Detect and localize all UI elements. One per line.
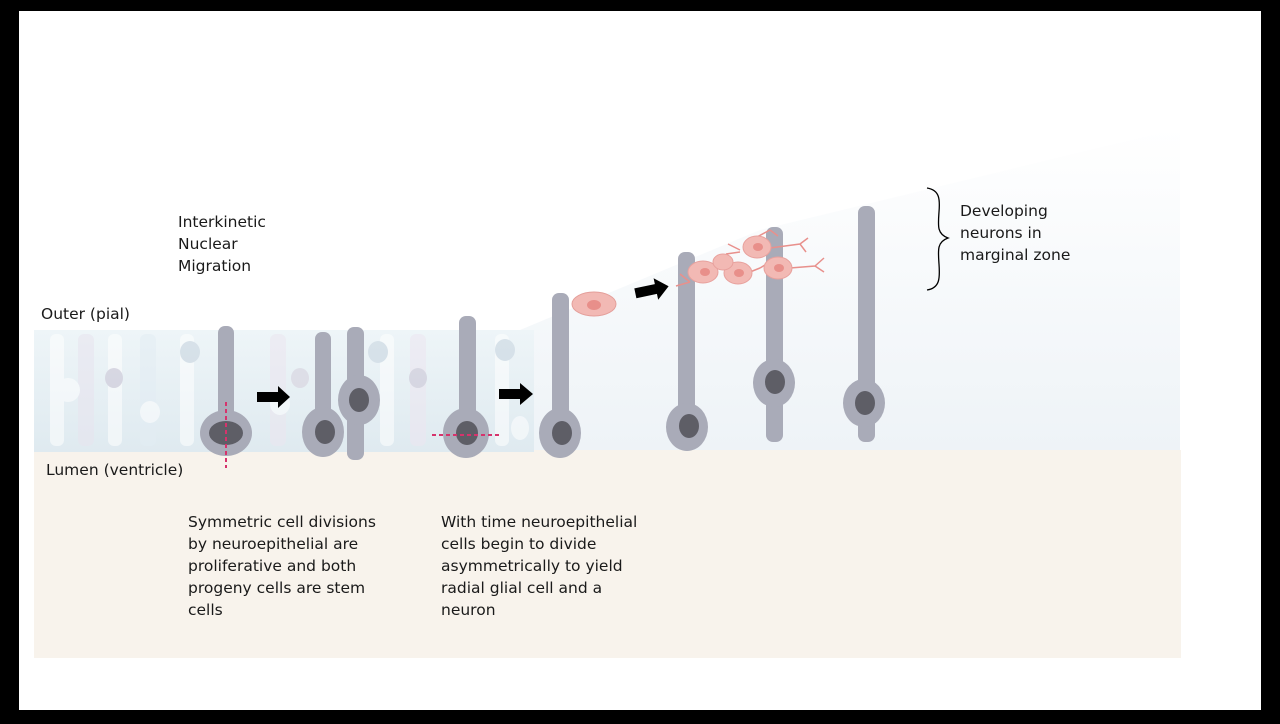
faded-epithelial-cells <box>50 334 529 446</box>
radial-glial-cell-2 <box>666 252 708 451</box>
developing-neurons-label: Developing neurons in marginal zone <box>960 202 1071 264</box>
migrating-neuron <box>571 291 617 317</box>
outer-pial-label: Outer (pial) <box>41 305 130 323</box>
lumen-ventricle-label: Lumen (ventricle) <box>46 461 184 479</box>
cell-symmetric-dividing <box>200 326 252 468</box>
developing-neurons <box>687 235 793 285</box>
developing-neurons-cluster <box>675 229 825 287</box>
radial-glial-cell-1 <box>539 293 581 458</box>
radial-glial-cell-4 <box>843 206 885 442</box>
radial-glial-cell-3 <box>753 227 795 442</box>
lumen-band <box>34 450 1181 658</box>
curly-brace-icon <box>926 187 950 291</box>
right-arrow-icon <box>499 383 533 405</box>
cell-asymmetric-dividing <box>432 316 500 458</box>
right-arrow-icon <box>257 386 290 408</box>
cell-daughter-right <box>338 327 380 460</box>
right-arrow-icon <box>634 278 669 300</box>
asymmetric-division-caption: With time neuroepithelial cells begin to… <box>441 513 638 619</box>
cell-daughter-left <box>302 332 344 457</box>
interkinetic-label: Interkinetic Nuclear Migration <box>178 213 266 275</box>
symmetric-division-caption: Symmetric cell divisions by neuroepithel… <box>188 513 376 619</box>
